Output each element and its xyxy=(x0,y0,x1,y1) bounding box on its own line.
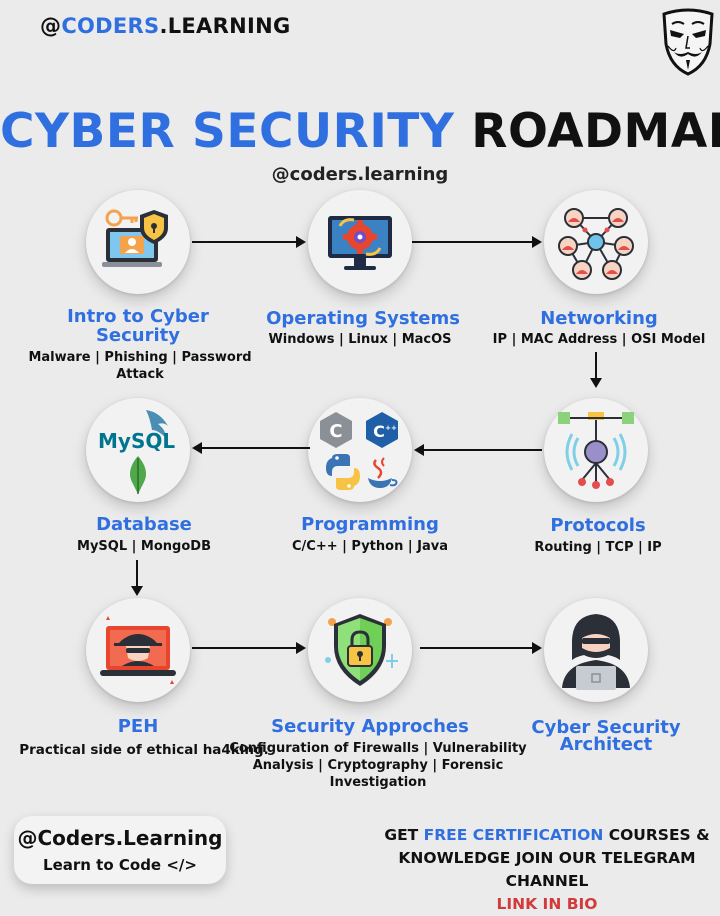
step-circle-protocols xyxy=(544,398,648,502)
title-rest: ROADMAP xyxy=(471,104,720,159)
brand-handle-rest: .LEARNING xyxy=(159,14,291,38)
arrow-intro-to-os xyxy=(192,236,306,248)
network-people-icon xyxy=(558,208,634,280)
step-label-intro: Intro to Cyber Security xyxy=(67,306,209,346)
step-circle-database: MySQL xyxy=(86,398,190,502)
arrow-protocols-to-programming xyxy=(414,444,542,456)
title-highlight: CYBER SECURITY xyxy=(0,104,455,159)
protocol-node-icon xyxy=(558,412,634,489)
step-desc-programming: C/C++ | Python | Java xyxy=(292,539,448,554)
badge-tagline: Learn to Code </> xyxy=(43,856,197,874)
brand-handle-highlight: CODERS xyxy=(61,14,160,38)
hooded-hacker-icon xyxy=(562,614,630,690)
brand-handle: @CODERS.LEARNING xyxy=(40,14,290,38)
sub-handle: @coders.learning xyxy=(271,164,449,185)
hacker-laptop-icon xyxy=(100,616,176,684)
shield-lock-icon xyxy=(325,614,398,686)
step-label-architect: Cyber Security Architect xyxy=(531,717,681,755)
anonymous-mask-icon xyxy=(660,8,716,76)
promo-text: GET FREE CERTIFICATION COURSES & KNOWLED… xyxy=(374,824,720,916)
brand-handle-at: @ xyxy=(40,14,62,38)
step-circle-programming: C C ++ xyxy=(308,398,412,502)
svg-text:C: C xyxy=(373,422,385,441)
badge-name: @Coders.Learning xyxy=(17,826,223,850)
step-circle-peh xyxy=(86,598,190,702)
step-label-security-approaches: Security Approches xyxy=(271,716,469,737)
step-label-networking: Networking xyxy=(540,308,658,329)
promo-telegram: TELEGRAM CHANNEL xyxy=(505,849,696,890)
database-logos-icon: MySQL xyxy=(98,410,175,494)
arrow-peh-to-security xyxy=(192,642,306,654)
brand-badge: @Coders.Learning Learn to Code </> xyxy=(14,816,226,884)
arrow-programming-to-database xyxy=(192,442,310,454)
step-desc-os: Windows | Linux | MacOS xyxy=(268,332,452,347)
step-label-os: Operating Systems xyxy=(266,308,460,329)
promo-link-in-bio[interactable]: LINK IN BIO xyxy=(496,895,598,913)
step-desc-networking: IP | MAC Address | OSI Model xyxy=(492,332,706,347)
mysql-logo-text: MySQL xyxy=(98,429,175,453)
step-circle-intro xyxy=(86,190,190,294)
step-label-protocols: Protocols xyxy=(550,515,646,536)
arrow-security-to-architect xyxy=(420,642,542,654)
page-title: CYBER SECURITY ROADMAP xyxy=(0,104,720,159)
step-desc-security-approaches: Configuration of Firewalls | Vulnerabili… xyxy=(229,741,527,790)
arrow-os-to-networking xyxy=(412,236,542,248)
promo-courses: COURSES & xyxy=(603,826,710,844)
promo-join: KNOWLEDGE JOIN OUR xyxy=(398,849,602,867)
step-desc-database: MySQL | MongoDB xyxy=(77,539,211,554)
arrow-networking-to-protocols xyxy=(590,352,602,388)
step-label-peh: PEH xyxy=(117,716,159,737)
step-circle-architect xyxy=(544,598,648,702)
step-desc-intro: Malware | Phishing | Password Attack xyxy=(28,350,252,382)
security-computer-icon xyxy=(102,209,168,267)
programming-languages-icon: C C ++ xyxy=(320,412,398,490)
arrow-database-to-peh xyxy=(131,560,143,596)
step-circle-os xyxy=(308,190,412,294)
svg-text:++: ++ xyxy=(385,424,397,432)
step-circle-security-approaches xyxy=(308,598,412,702)
step-circle-networking xyxy=(544,190,648,294)
step-label-database: Database xyxy=(96,514,192,535)
promo-free-cert: FREE CERTIFICATION xyxy=(423,826,604,844)
promo-get: GET xyxy=(384,826,424,844)
step-label-programming: Programming xyxy=(301,514,439,535)
step-desc-peh: Practical side of ethical ha4king. xyxy=(19,742,269,758)
svg-text:C: C xyxy=(329,421,342,442)
monitor-gear-icon xyxy=(328,216,392,270)
step-desc-protocols: Routing | TCP | IP xyxy=(534,540,662,555)
